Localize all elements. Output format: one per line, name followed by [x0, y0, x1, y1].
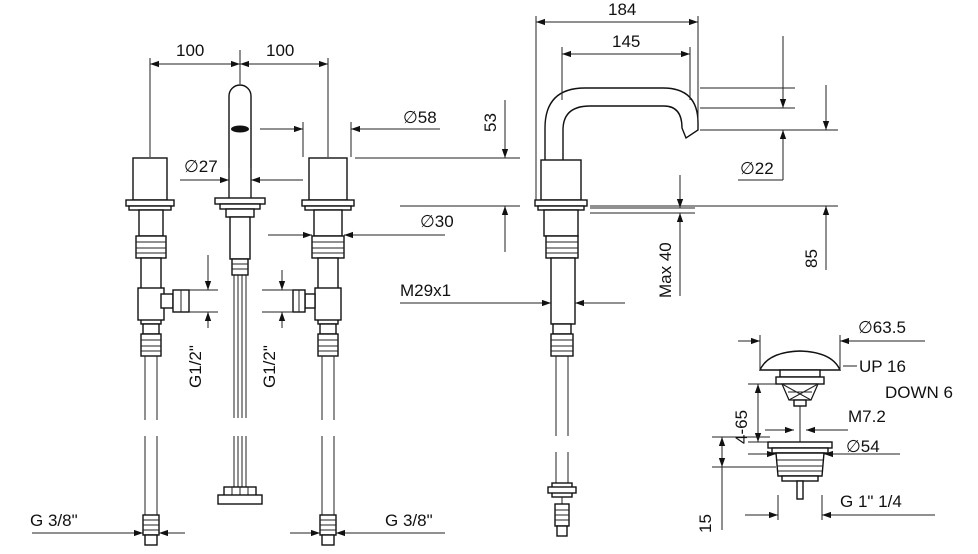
dim-g12-left: G1/2" — [186, 345, 205, 388]
dim-15: 15 — [696, 514, 715, 533]
dim-30: ∅30 — [420, 212, 454, 231]
dim-100-left: 100 — [176, 41, 204, 60]
dim-g38-right: G 3/8" — [385, 511, 433, 530]
side-spout — [534, 87, 699, 537]
dim-m29: M29x1 — [400, 281, 451, 300]
drain-detail — [758, 350, 842, 500]
dim-184: 184 — [608, 0, 636, 19]
dim-g12-right: G1/2" — [260, 345, 279, 388]
dim-100-right: 100 — [266, 41, 294, 60]
dim-54: ∅54 — [846, 437, 880, 456]
dim-22: ∅22 — [740, 159, 774, 178]
dim-145: 145 — [612, 32, 640, 51]
dim-g38-left: G 3/8" — [30, 511, 78, 530]
drain-dimensions — [712, 335, 935, 530]
dim-g1-1-4: G 1" 1/4 — [840, 492, 902, 511]
left-valve — [125, 157, 190, 546]
dim-85: 85 — [802, 249, 821, 268]
dim-4-65: 4-65 — [732, 410, 751, 444]
dim-up-16: UP 16 — [859, 357, 906, 376]
dim-53: 53 — [481, 113, 500, 132]
dim-max-40: Max 40 — [656, 242, 675, 298]
front-dimensions — [32, 50, 445, 537]
dim-27: ∅27 — [184, 157, 218, 176]
center-spout — [214, 84, 266, 505]
dim-63-5: ∅63.5 — [858, 318, 906, 337]
dim-down-6: DOWN 6 — [885, 383, 953, 402]
dim-58: ∅58 — [403, 108, 437, 127]
side-dimensions — [355, 16, 838, 307]
dim-m7-2: M7.2 — [848, 407, 886, 426]
right-valve — [292, 157, 355, 546]
